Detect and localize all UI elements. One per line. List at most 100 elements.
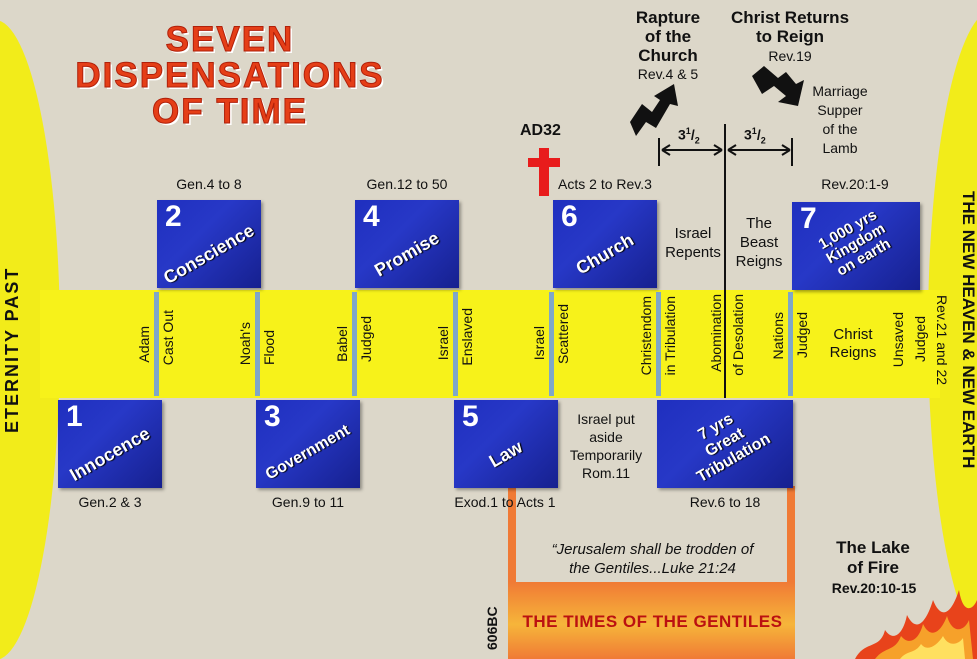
band-label-of-desolation: of Desolation — [730, 294, 746, 376]
tribulation-label: 7 yrs Great Tribulation — [657, 400, 793, 488]
bc606-label: 606BC — [484, 590, 504, 650]
israel-aside-line-2: aside — [556, 428, 656, 446]
new-heaven-ref: Rev.21 and 22 — [928, 280, 950, 400]
half-week-num: 1 — [752, 126, 757, 136]
band-separator — [255, 292, 260, 396]
rapture-line-1: Rapture — [618, 8, 718, 27]
dispensation-box-7[interactable]: 7 1,000 yrs Kingdom on earth — [792, 202, 920, 290]
lake-of-fire: The Lake of Fire — [818, 538, 928, 578]
beast-line-2: Beast — [728, 233, 790, 252]
band-label-cast-out: Cast Out — [160, 310, 176, 365]
dispensation-number: 6 — [561, 200, 578, 234]
band-label-adam: Adam — [136, 326, 152, 363]
tribulation-box[interactable]: 7 yrs Great Tribulation — [657, 400, 793, 488]
repents-line-2: Repents — [662, 243, 724, 262]
band-separator — [352, 292, 357, 396]
title-line-3: OF TIME — [60, 94, 400, 130]
cross-icon — [539, 148, 549, 196]
band-label-israel: Israel — [435, 326, 451, 360]
band-label-flood: Flood — [261, 330, 277, 365]
band-label-judged: Judged — [912, 316, 928, 362]
dispensation-number: 2 — [165, 200, 182, 234]
ad32-label: AD32 — [520, 122, 561, 140]
half-week-left: 31/2 — [678, 126, 700, 145]
half-week-num: 1 — [686, 126, 691, 136]
returns-line-2: to Reign — [720, 27, 860, 46]
returns-line-1: Christ Returns — [720, 8, 860, 27]
dispensation-number: 5 — [462, 400, 479, 434]
band-separator — [154, 292, 159, 396]
dispensation-ref-4: Gen.12 to 50 — [345, 176, 469, 192]
band-label-in-tribulation: in Tribulation — [662, 296, 678, 375]
quote-line-1: “Jerusalem shall be trodden of — [510, 540, 795, 559]
dispensation-box-6[interactable]: 6 Church — [553, 200, 657, 288]
marriage-line-4: Lamb — [800, 139, 880, 158]
band-separator — [788, 292, 793, 396]
band-label-noahs: Noah's — [237, 322, 253, 365]
band-label-nations: Nations — [770, 312, 786, 359]
half-week-right: 31/2 — [744, 126, 766, 145]
band-separator — [453, 292, 458, 396]
dispensation-box-1[interactable]: 1 Innocence — [58, 400, 162, 488]
repents-line-1: Israel — [662, 224, 724, 243]
dispensation-ref-6: Acts 2 to Rev.3 — [540, 176, 670, 192]
band-label-enslaved: Enslaved — [459, 308, 475, 366]
dispensation-ref-5: Exod.1 to Acts 1 — [430, 494, 580, 510]
israel-repents: Israel Repents — [662, 224, 724, 262]
dispensation-box-2[interactable]: 2 Conscience — [157, 200, 261, 288]
israel-aside-line-4: Rom.11 — [556, 464, 656, 482]
lake-ref: Rev.20:10-15 — [812, 580, 936, 596]
cross-bar — [528, 158, 560, 167]
band-label-babel: Babel — [334, 326, 350, 362]
israel-put-aside: Israel put aside Temporarily Rom.11 — [556, 410, 656, 482]
beast-line-1: The — [728, 214, 790, 233]
half-week-den: 2 — [761, 135, 766, 145]
band-label-israel: Israel — [531, 326, 547, 360]
dispensation-box-3[interactable]: 3 Government — [256, 400, 360, 488]
dispensation-ref-1: Gen.2 & 3 — [58, 494, 162, 510]
christ-reigns-line-2: Reigns — [818, 344, 888, 362]
marriage-line-3: of the — [800, 120, 880, 139]
rapture-line-2: of the — [618, 27, 718, 46]
dispensation-ref-3: Gen.9 to 11 — [250, 494, 366, 510]
band-label-judged: Judged — [794, 312, 810, 358]
lake-line-2: of Fire — [818, 558, 928, 578]
dispensation-number: 3 — [264, 400, 281, 434]
half-week-den: 2 — [695, 135, 700, 145]
new-heaven-label: THE NEW HEAVEN & NEW EARTH — [948, 140, 977, 520]
returns-label: Christ Returns to Reign — [720, 8, 860, 46]
title-line-2: DISPENSATIONS — [60, 58, 400, 94]
dispensation-box-5[interactable]: 5 Law — [454, 400, 558, 488]
dispensation-number: 1 — [66, 400, 83, 434]
dispensation-box-4[interactable]: 4 Promise — [355, 200, 459, 288]
gentiles-quote: “Jerusalem shall be trodden of the Genti… — [510, 540, 795, 578]
band-label-scattered: Scattered — [555, 304, 571, 364]
eternity-past-label: ETERNITY PAST — [2, 200, 38, 500]
dispensation-number: 4 — [363, 200, 380, 234]
band-label-christendom: Christendom — [638, 296, 654, 375]
band-separator — [656, 292, 661, 396]
half-week-whole: 3 — [744, 127, 752, 143]
band-label-judged: Judged — [358, 316, 374, 362]
christ-reigns-line-1: Christ — [818, 326, 888, 344]
band-label-abomination: Abomination — [708, 294, 724, 372]
title-line-1: SEVEN — [60, 22, 400, 58]
israel-aside-line-1: Israel put — [556, 410, 656, 428]
lake-line-1: The Lake — [818, 538, 928, 558]
gentiles-label: THE TIMES OF THE GENTILES — [510, 612, 795, 632]
rapture-line-3: Church — [618, 46, 718, 65]
dispensation-ref-7: Rev.20:1-9 — [800, 176, 910, 192]
tribulation-split-line — [724, 124, 726, 398]
dispensation-number: 7 — [800, 202, 817, 236]
rapture-ref: Rev.4 & 5 — [618, 66, 718, 82]
quote-line-2: the Gentiles...Luke 21:24 — [510, 559, 795, 578]
rapture-label: Rapture of the Church — [618, 8, 718, 65]
returns-ref: Rev.19 — [750, 48, 830, 64]
israel-aside-line-3: Temporarily — [556, 446, 656, 464]
dispensation-ref-2: Gen.4 to 8 — [157, 176, 261, 192]
return-arrow-icon — [750, 64, 814, 112]
page-title: SEVEN DISPENSATIONS OF TIME — [60, 22, 400, 130]
band-separator — [549, 292, 554, 396]
tribulation-ref: Rev.6 to 18 — [667, 494, 783, 510]
